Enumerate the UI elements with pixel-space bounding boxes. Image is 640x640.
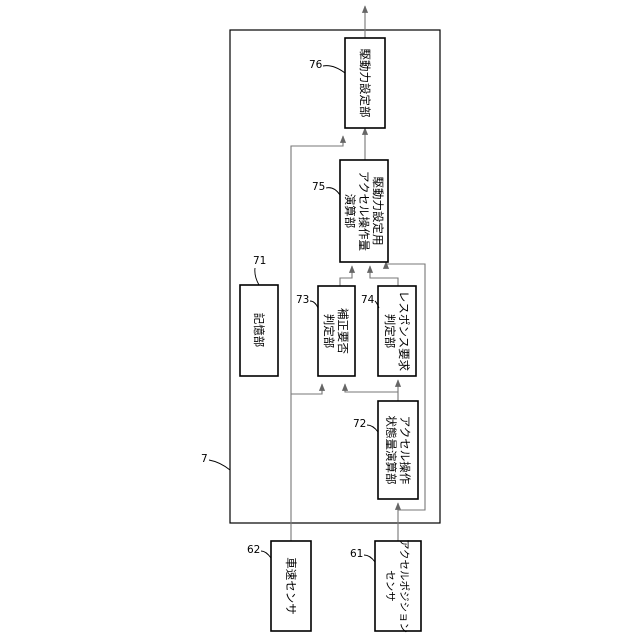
block-response-request: レスポンス要求判定部	[378, 286, 416, 376]
ref-61: 61	[350, 548, 363, 560]
block-73-label: 補正要否判定部	[322, 308, 350, 354]
ref-7: 7	[201, 453, 208, 465]
ref-76: 76	[309, 59, 323, 71]
ref-72: 72	[353, 418, 366, 430]
block-vehicle-speed-sensor: 車速センサ	[271, 541, 311, 631]
block-accel-operation-calc: 駆動力設定用アクセル操作量演算部	[340, 160, 388, 262]
block-accel-position-sensor: アクセルポジションセンサ	[375, 539, 421, 633]
block-correction-necessity: 補正要否判定部	[318, 286, 355, 376]
block-accel-state-calc: アクセル操作状態量演算部	[378, 401, 418, 499]
block-drive-force-setting: 駆動力設定部	[345, 38, 385, 128]
block-storage: 記憶部	[240, 285, 278, 376]
block-76-label: 駆動力設定部	[358, 49, 372, 118]
block-71-label: 記憶部	[252, 313, 266, 348]
ref-74: 74	[361, 294, 375, 306]
ref-71: 71	[253, 255, 266, 267]
ref-73: 73	[296, 294, 309, 306]
block-62-label: 車速センサ	[284, 557, 298, 615]
block-72-label: アクセル操作状態量演算部	[384, 416, 412, 485]
ref-62: 62	[247, 544, 260, 556]
ref-75: 75	[312, 181, 325, 193]
